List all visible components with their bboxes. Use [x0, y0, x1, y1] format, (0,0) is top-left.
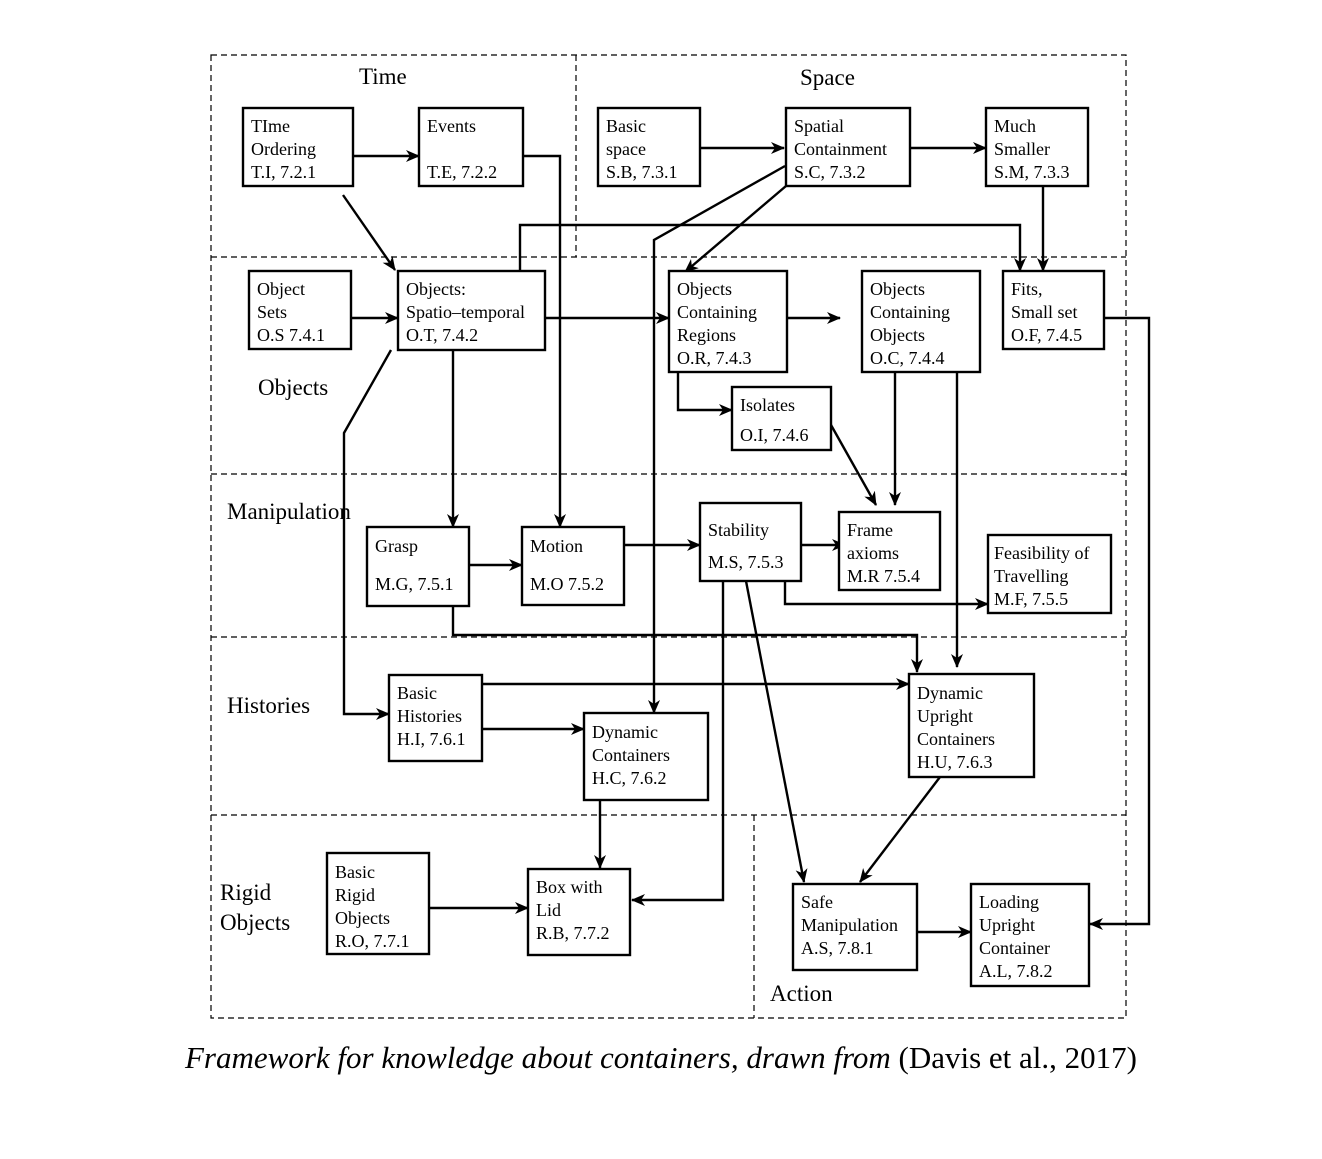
- region-title-manipulation: Manipulation: [227, 499, 351, 524]
- region-title-action: Action: [770, 981, 833, 1006]
- figure-caption: Framework for knowledge about containers…: [0, 1040, 1322, 1076]
- edge-oi-mr: [829, 424, 878, 506]
- edge-sc-hc: [648, 164, 786, 714]
- region-title-rigid-objects-line1: Rigid: [220, 880, 272, 905]
- caption-citation: (Davis et al., 2017): [898, 1040, 1137, 1075]
- caption-text: Framework for knowledge about containers…: [185, 1040, 891, 1075]
- edge-ms-as: [744, 580, 808, 883]
- edge-ms-rb: [631, 581, 725, 906]
- edge-hu-as: [859, 776, 941, 883]
- region-title-space: Space: [800, 65, 855, 90]
- edge-mg-hu: [451, 606, 923, 673]
- edge-ot-of: [518, 223, 1026, 272]
- edge-ti-ot: [342, 194, 396, 271]
- edge-or-oi: [676, 372, 733, 416]
- edges: [342, 142, 1151, 938]
- region-title-histories: Histories: [227, 693, 310, 718]
- edge-of-al: [1089, 316, 1151, 930]
- region-title-objects: Objects: [258, 375, 328, 400]
- edge-ot-hi: [342, 349, 393, 720]
- region-borders: [210, 54, 1127, 1019]
- edge-ms-mf: [783, 581, 989, 610]
- edge-sc-or: [684, 185, 787, 273]
- edge-te-mo: [523, 154, 566, 528]
- region-title-time: Time: [359, 64, 407, 89]
- region-title-rigid-objects-line2: Objects: [220, 910, 290, 935]
